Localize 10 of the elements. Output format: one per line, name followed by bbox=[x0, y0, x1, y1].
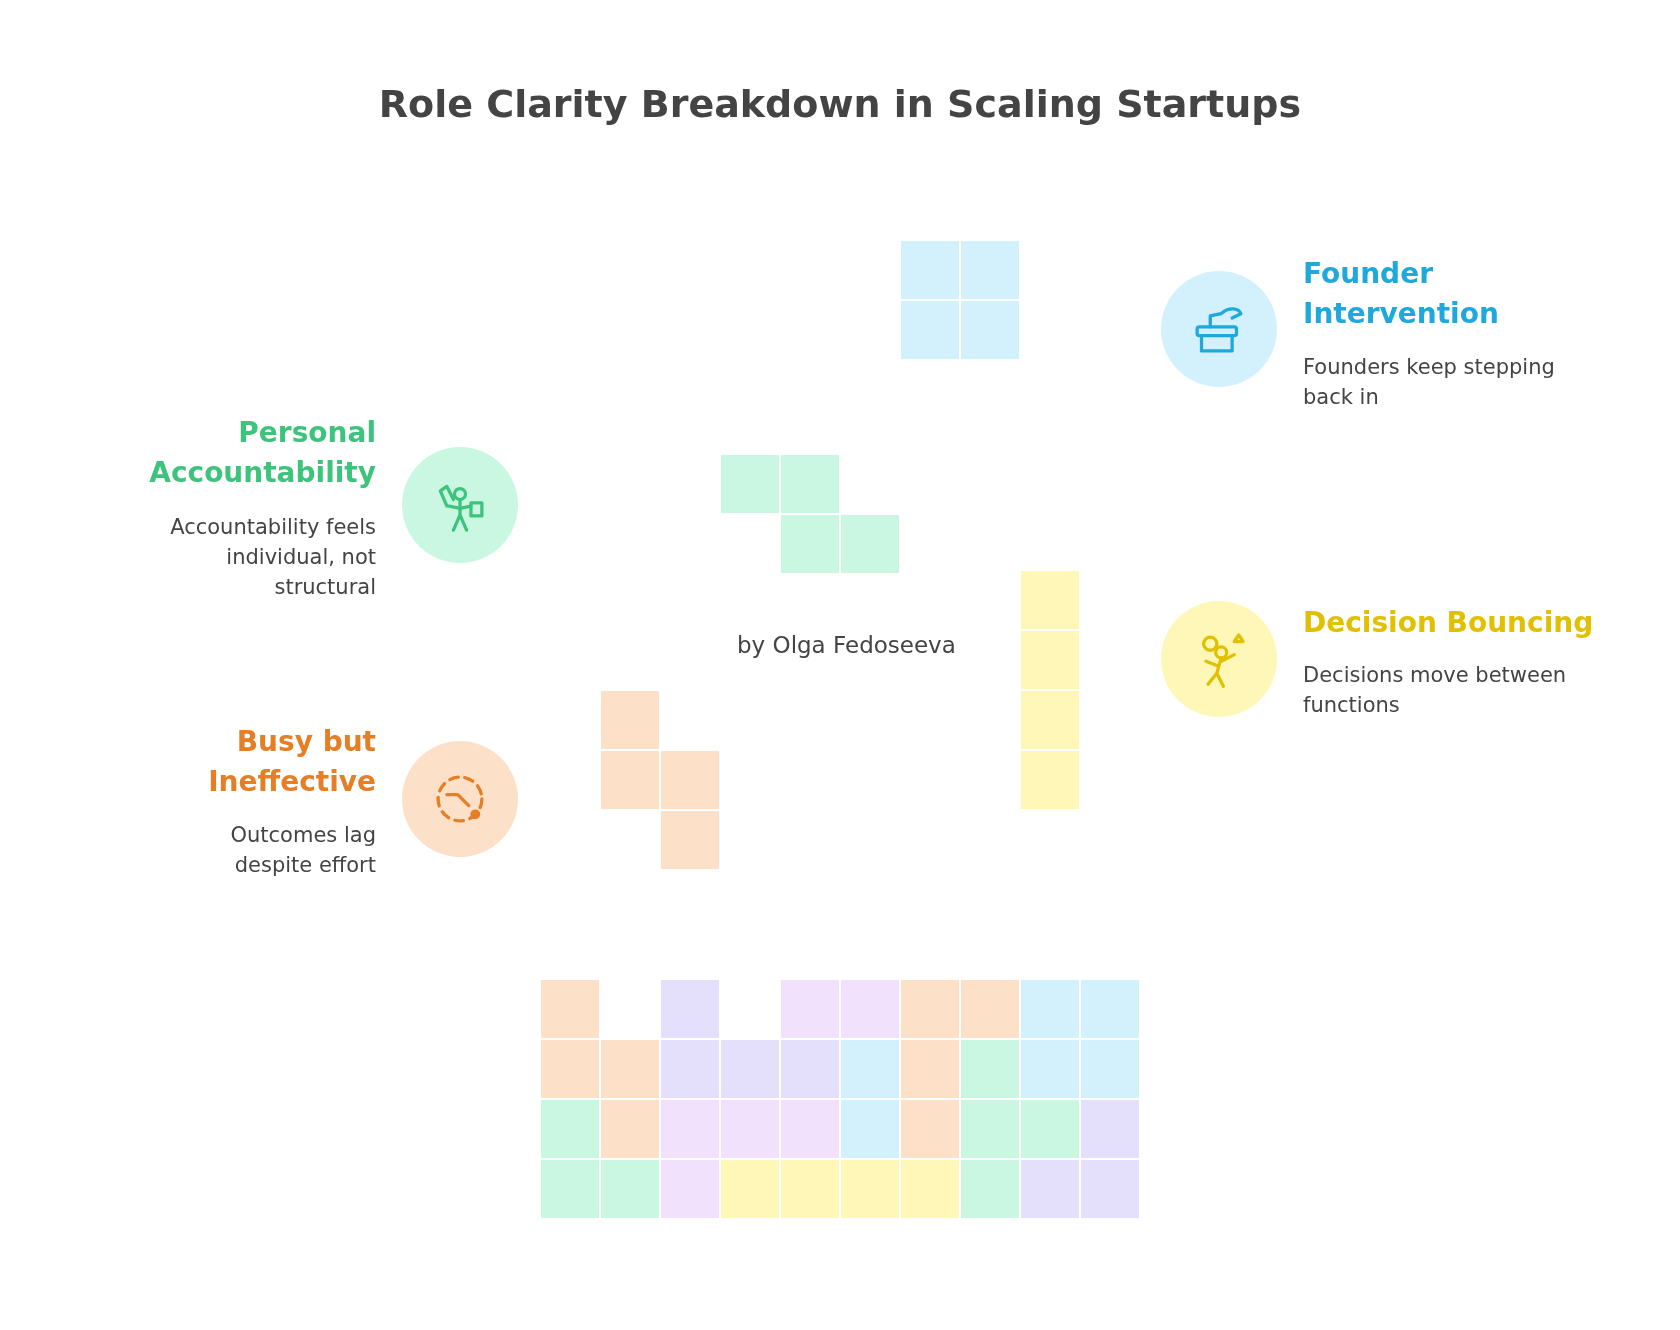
heading: Founder Intervention bbox=[1303, 256, 1500, 332]
description: Outcomes lag despite effort bbox=[229, 822, 376, 879]
title: Role Clarity Breakdown in Scaling Startups bbox=[377, 82, 1303, 126]
heading: Busy but Ineffective bbox=[207, 724, 376, 800]
description: Accountability feels individual, not structural bbox=[169, 514, 376, 601]
description: Decisions move between functions bbox=[1303, 662, 1568, 719]
heading: Personal Accountability bbox=[148, 415, 376, 491]
author-credit: by Olga Fedoseeva bbox=[737, 632, 956, 658]
description: Founders keep stepping back in bbox=[1303, 354, 1556, 411]
heading: Decision Bouncing bbox=[1303, 605, 1595, 641]
